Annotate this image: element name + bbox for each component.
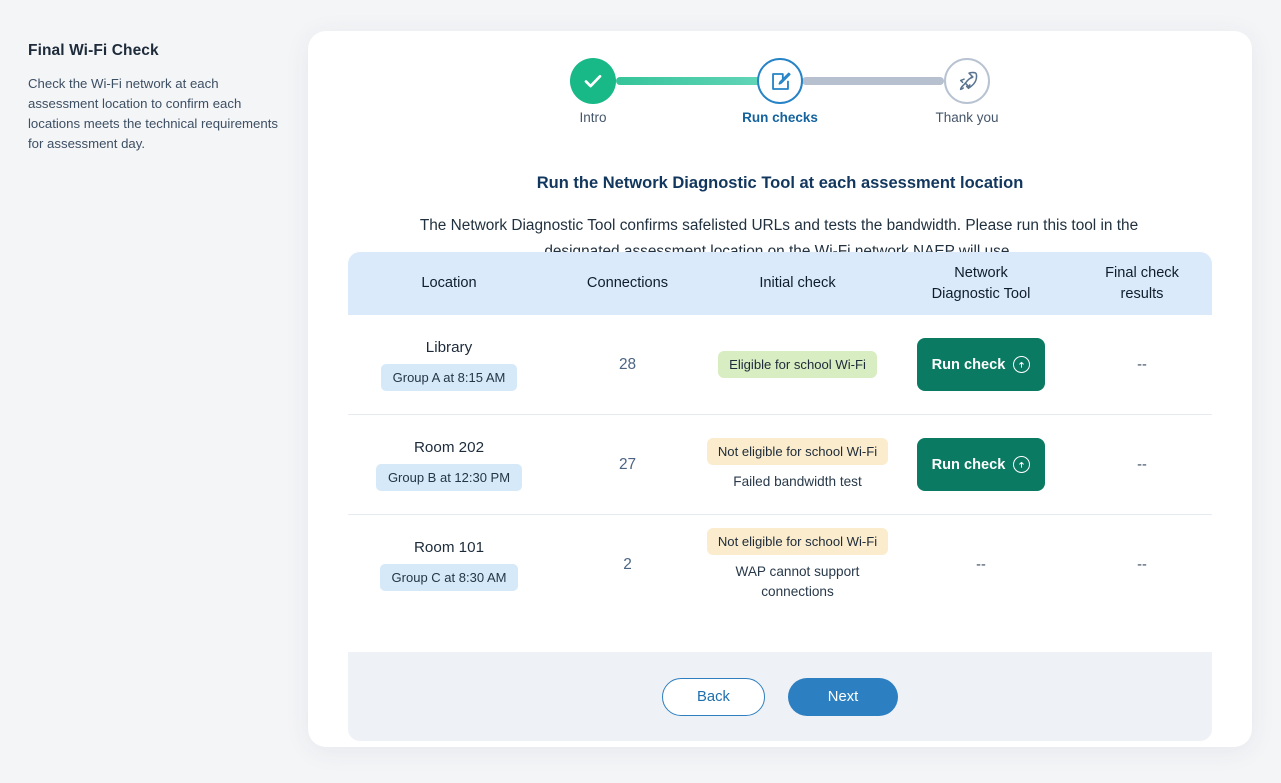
stepper-label-run-checks: Run checks (742, 110, 818, 125)
connections-count: 27 (618, 455, 637, 473)
cell-location: Library Group A at 8:15 AM (348, 331, 550, 399)
ndt-placeholder: -- (976, 557, 986, 573)
column-header-network-diagnostic-tool: Network Diagnostic Tool (890, 257, 1072, 311)
group-badge: Group C at 8:30 AM (379, 564, 519, 591)
location-name: Room 202 (413, 438, 485, 456)
rocket-icon (944, 58, 990, 104)
cell-network-diagnostic-tool: -- (890, 549, 1072, 581)
status-badge: Eligible for school Wi-Fi (718, 351, 877, 378)
final-result-value: -- (1137, 456, 1147, 473)
table-row: Room 202 Group B at 12:30 PM 27 Not elig… (348, 415, 1212, 515)
run-check-label: Run check (931, 356, 1006, 373)
cell-initial-check: Not eligible for school Wi-Fi WAP cannot… (705, 520, 890, 610)
column-header-final-line1: Final check (1105, 264, 1179, 281)
table-row: Room 101 Group C at 8:30 AM 2 Not eligib… (348, 515, 1212, 615)
page-title: Run the Network Diagnostic Tool at each … (536, 174, 1024, 192)
stepper-step-intro[interactable]: Intro (570, 58, 616, 125)
cell-connections: 27 (550, 448, 705, 482)
cell-location: Room 202 Group B at 12:30 PM (348, 431, 550, 499)
locations-table: Location Connections Initial check Netwo… (348, 252, 1212, 615)
connections-count: 2 (623, 556, 632, 573)
column-header-final-line2: results (1120, 285, 1164, 302)
location-name: Room 101 (413, 539, 485, 556)
run-check-button[interactable]: Run check (916, 438, 1046, 491)
next-button[interactable]: Next (788, 677, 898, 716)
run-check-button[interactable]: Run check (916, 338, 1046, 391)
cell-network-diagnostic-tool: Run check (890, 430, 1072, 499)
progress-stepper: Intro Run checks (308, 58, 1252, 158)
left-info-panel: Final Wi-Fi Check Check the Wi-Fi networ… (28, 42, 278, 154)
column-header-ndt-line2: Diagnostic Tool (931, 285, 1031, 302)
stepper-label-thank-you: Thank you (935, 110, 999, 125)
location-name: Library (425, 338, 473, 356)
left-panel-description: Check the Wi-Fi network at each assessme… (28, 76, 278, 151)
cell-final-check-results: -- (1072, 549, 1212, 581)
cell-connections: 28 (550, 348, 705, 382)
initial-check-note: Failed bandwidth test (733, 473, 862, 489)
cell-final-check-results: -- (1072, 349, 1212, 381)
final-result-value: -- (1137, 356, 1147, 373)
cell-final-check-results: -- (1072, 449, 1212, 481)
run-check-label: Run check (931, 456, 1006, 473)
info-icon (1013, 456, 1031, 473)
status-badge: Not eligible for school Wi-Fi (706, 437, 889, 465)
edit-square-icon (757, 58, 803, 104)
column-header-connections: Connections (586, 275, 669, 291)
wizard-footer: Back Next (348, 652, 1212, 741)
column-header-location: Location (421, 275, 477, 291)
cell-location: Room 101 Group C at 8:30 AM (348, 531, 550, 599)
connections-count: 28 (618, 355, 637, 373)
stepper-step-run-checks[interactable]: Run checks (742, 58, 818, 125)
cell-initial-check: Not eligible for school Wi-Fi Failed ban… (705, 430, 890, 500)
group-badge: Group B at 12:30 PM (375, 463, 523, 491)
info-icon (1013, 356, 1031, 373)
cell-network-diagnostic-tool: Run check (890, 330, 1072, 399)
stepper-connector-completed (616, 77, 802, 85)
stepper-label-intro: Intro (579, 110, 607, 125)
table-header-row: Location Connections Initial check Netwo… (348, 252, 1212, 315)
column-header-final-check-results: Final check results (1072, 257, 1212, 311)
left-panel-title: Final Wi-Fi Check (28, 42, 159, 59)
back-button[interactable]: Back (662, 677, 765, 716)
column-header-initial-check: Initial check (759, 275, 836, 291)
stepper-step-thank-you[interactable]: Thank you (935, 58, 999, 125)
column-header-ndt-line1: Network (954, 264, 1008, 281)
table-row: Library Group A at 8:15 AM 28 Eligible f… (348, 315, 1212, 415)
cell-initial-check: Eligible for school Wi-Fi (705, 343, 890, 386)
group-badge: Group A at 8:15 AM (380, 363, 518, 391)
status-badge: Not eligible for school Wi-Fi (706, 528, 889, 555)
final-result-value: -- (1137, 557, 1147, 573)
stepper-connector-upcoming (802, 77, 944, 85)
check-icon (570, 58, 616, 104)
main-card: Intro Run checks (308, 31, 1252, 747)
cell-connections: 2 (550, 548, 705, 582)
initial-check-note: WAP cannot support connections (735, 564, 860, 599)
